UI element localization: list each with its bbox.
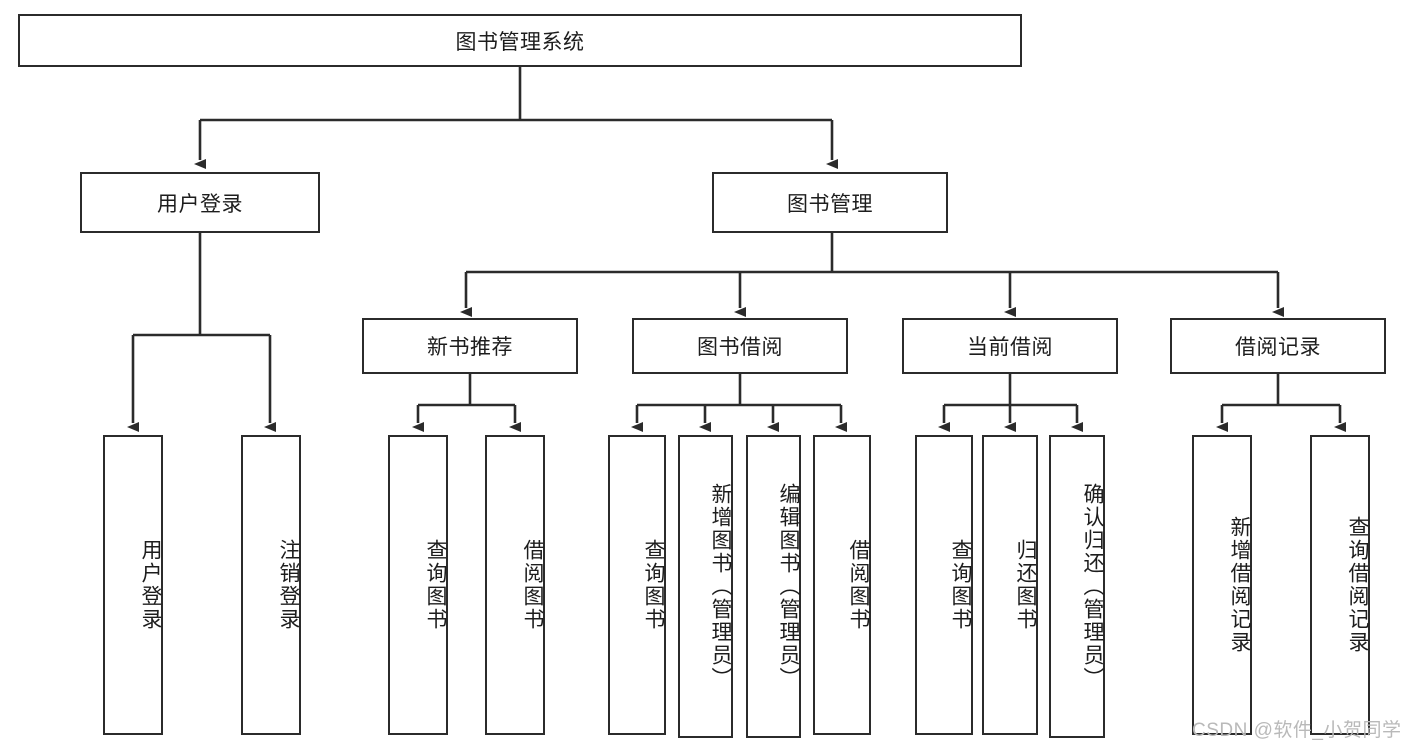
node-label: 借阅图书 [847,539,870,631]
node-label: 图书借阅 [697,336,783,359]
leaf-query-book-current[interactable]: 查询图书 [915,435,973,735]
leaf-borrow-book-new[interactable]: 借阅图书 [485,435,545,735]
node-label: 新增借阅记录 [1228,516,1251,654]
leaf-user-login[interactable]: 用户登录 [103,435,163,735]
leaf-query-borrow-record[interactable]: 查询借阅记录 [1310,435,1370,735]
node-label: 当前借阅 [967,336,1053,359]
leaf-return-book[interactable]: 归还图书 [982,435,1038,735]
node-book-management[interactable]: 图书管理 [712,172,948,233]
node-label: 查询借阅记录 [1346,516,1369,654]
leaf-edit-book-admin[interactable]: 编辑图书（管理员） [746,435,801,738]
node-label: 图书管理 [787,192,873,216]
node-label: 新增图书（管理员） [709,483,732,690]
leaf-query-book-new[interactable]: 查询图书 [388,435,448,735]
node-current-borrow[interactable]: 当前借阅 [902,318,1118,374]
node-label: 图书管理系统 [455,30,585,54]
node-label: 借阅图书 [521,539,544,631]
node-label: 编辑图书（管理员） [777,483,800,690]
leaf-confirm-return-admin[interactable]: 确认归还（管理员） [1049,435,1105,738]
node-borrow-record[interactable]: 借阅记录 [1170,318,1386,374]
node-label: 查询图书 [642,539,665,631]
node-label: 查询图书 [949,539,972,631]
node-root-system[interactable]: 图书管理系统 [18,14,1022,67]
node-new-book-recommend[interactable]: 新书推荐 [362,318,578,374]
node-label: 用户登录 [139,539,162,631]
node-label: 归还图书 [1014,539,1037,631]
node-label: 注销登录 [277,539,300,631]
leaf-query-book-borrow[interactable]: 查询图书 [608,435,666,735]
node-label: 确认归还（管理员） [1081,483,1104,690]
leaf-logout-login[interactable]: 注销登录 [241,435,301,735]
leaf-add-borrow-record[interactable]: 新增借阅记录 [1192,435,1252,735]
node-user-login[interactable]: 用户登录 [80,172,320,233]
node-label: 查询图书 [424,539,447,631]
leaf-add-book-admin[interactable]: 新增图书（管理员） [678,435,733,738]
node-label: 用户登录 [157,192,243,216]
leaf-borrow-book[interactable]: 借阅图书 [813,435,871,735]
node-label: 借阅记录 [1235,336,1321,359]
node-label: 新书推荐 [427,336,513,359]
csdn-watermark: CSDN @软件_小贺同学 [1192,720,1402,741]
node-book-borrow[interactable]: 图书借阅 [632,318,848,374]
